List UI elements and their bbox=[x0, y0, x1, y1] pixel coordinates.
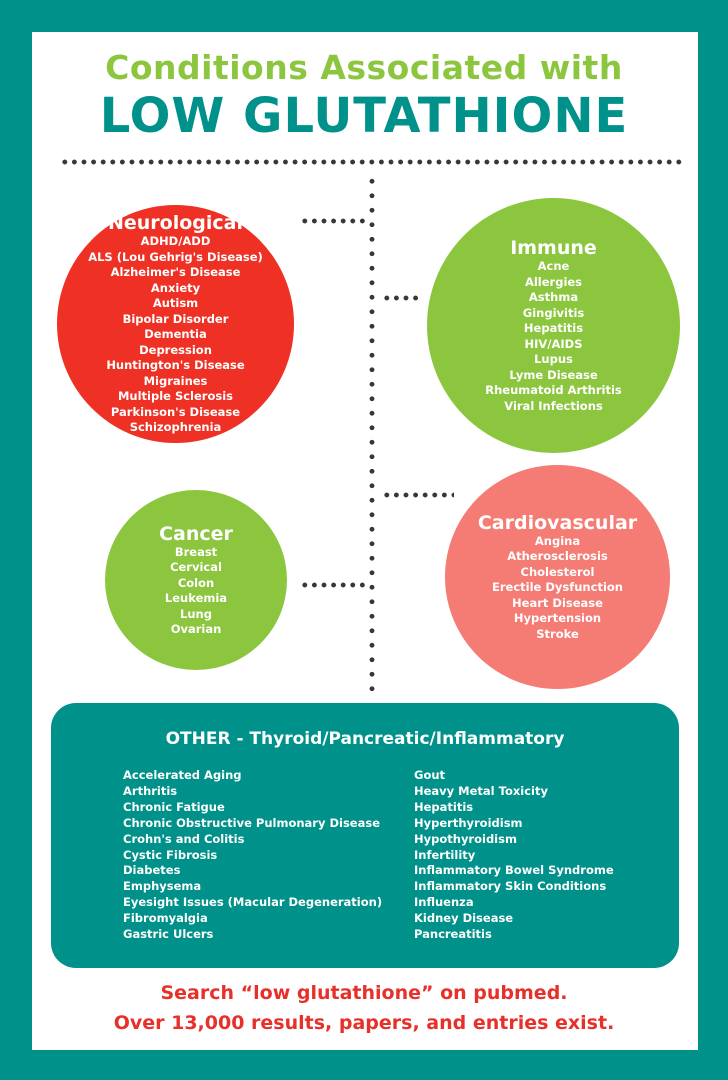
neurological-title: Neurological bbox=[107, 212, 243, 235]
dotted-trunk bbox=[369, 174, 375, 694]
condition-item: Bipolar Disorder bbox=[122, 311, 229, 326]
condition-item: Schizophrenia bbox=[129, 420, 222, 435]
condition-item: Asthma bbox=[528, 290, 579, 304]
condition-item: Anxiety bbox=[150, 280, 201, 295]
condition-item: Kidney Disease bbox=[414, 911, 514, 926]
immune-title: Immune bbox=[510, 237, 597, 259]
condition-item: Heavy Metal Toxicity bbox=[414, 783, 548, 798]
connector-cardiovascular bbox=[382, 492, 454, 498]
condition-item: Accelerated Aging bbox=[123, 768, 242, 782]
dotted-divider bbox=[60, 159, 686, 165]
condition-item: Viral Infections bbox=[504, 398, 603, 413]
condition-item: Arthritis bbox=[123, 783, 178, 798]
condition-item: Leukemia bbox=[164, 591, 228, 605]
condition-item: Diabetes bbox=[123, 863, 181, 878]
cardiovascular-title: Cardiovascular bbox=[477, 511, 638, 534]
condition-item: Rheumatoid Arthritis bbox=[485, 383, 622, 397]
title-line1: Conditions Associated with bbox=[105, 48, 623, 87]
condition-item: Lung bbox=[180, 606, 212, 621]
condition-item: Influenza bbox=[414, 895, 474, 910]
condition-item: Acne bbox=[537, 259, 570, 273]
title-line2: LOW GLUTATHIONE bbox=[99, 88, 629, 144]
condition-item: Gingivitis bbox=[522, 305, 585, 320]
condition-item: Erectile Dysfunction bbox=[492, 580, 623, 595]
condition-item: Angina bbox=[534, 533, 581, 548]
condition-item: Inflammatory Skin Conditions bbox=[414, 879, 607, 894]
condition-item: Gout bbox=[414, 768, 446, 782]
condition-item: Colon bbox=[177, 575, 215, 590]
condition-item: HIV/AIDS bbox=[524, 336, 583, 351]
condition-item: Heart Disease bbox=[512, 595, 603, 610]
condition-item: Breast bbox=[174, 544, 218, 559]
condition-item: Hyperthyroidism bbox=[414, 815, 523, 830]
condition-item: Hepatitis bbox=[523, 321, 584, 335]
condition-item: Hypertension bbox=[513, 611, 602, 626]
condition-item: Cystic Fibrosis bbox=[123, 847, 218, 862]
condition-item: ADHD/ADD bbox=[140, 234, 211, 249]
condition-item: Lupus bbox=[534, 352, 573, 366]
condition-item: Parkinson's Disease bbox=[110, 404, 241, 419]
condition-item: Huntington's Disease bbox=[106, 358, 245, 373]
other-box: OTHER - Thyroid/Pancreatic/Inflammatory … bbox=[51, 703, 679, 968]
condition-item: Atherosclerosis bbox=[507, 549, 608, 564]
condition-item: Hypothyroidism bbox=[414, 831, 517, 846]
condition-item: Dementia bbox=[144, 327, 207, 342]
condition-item: Autism bbox=[152, 296, 199, 311]
condition-item: Infertility bbox=[414, 847, 476, 862]
condition-item: Eyesight Issues (Macular Degeneration) bbox=[123, 895, 383, 910]
condition-item: Inflammatory Bowel Syndrome bbox=[414, 863, 614, 878]
condition-item: Emphysema bbox=[123, 879, 202, 894]
condition-item: Lyme Disease bbox=[509, 367, 598, 382]
condition-item: Hepatitis bbox=[414, 799, 474, 814]
condition-item: Chronic Obstructive Pulmonary Disease bbox=[123, 815, 381, 830]
condition-item: Cervical bbox=[170, 560, 222, 574]
condition-item: Crohn's and Colitis bbox=[123, 831, 245, 846]
condition-item: Multiple Sclerosis bbox=[117, 389, 234, 404]
condition-item: Cholesterol bbox=[520, 564, 595, 579]
condition-item: Ovarian bbox=[170, 622, 222, 636]
connector-cancer bbox=[300, 582, 368, 588]
condition-item: Fibromyalgia bbox=[123, 911, 208, 926]
condition-item: Alzheimer's Disease bbox=[110, 265, 241, 280]
footer-line2: Over 13,000 results, papers, and entries… bbox=[113, 1012, 615, 1034]
condition-item: Gastric Ulcers bbox=[123, 927, 214, 942]
connector-immune bbox=[382, 295, 418, 301]
condition-item: Stroke bbox=[536, 626, 579, 641]
condition-item: Allergies bbox=[524, 274, 583, 289]
condition-item: ALS (Lou Gehrig's Disease) bbox=[88, 249, 263, 264]
other-title: OTHER - Thyroid/Pancreatic/Inflammatory bbox=[165, 729, 565, 749]
connector-neurological bbox=[300, 218, 368, 224]
cancer-title: Cancer bbox=[159, 522, 233, 545]
condition-item: Migraines bbox=[143, 373, 208, 388]
condition-item: Depression bbox=[139, 342, 212, 357]
condition-item: Chronic Fatigue bbox=[123, 799, 225, 814]
condition-item: Pancreatitis bbox=[414, 927, 492, 942]
footer-line1: Search “low glutathione” on pubmed. bbox=[160, 982, 568, 1004]
